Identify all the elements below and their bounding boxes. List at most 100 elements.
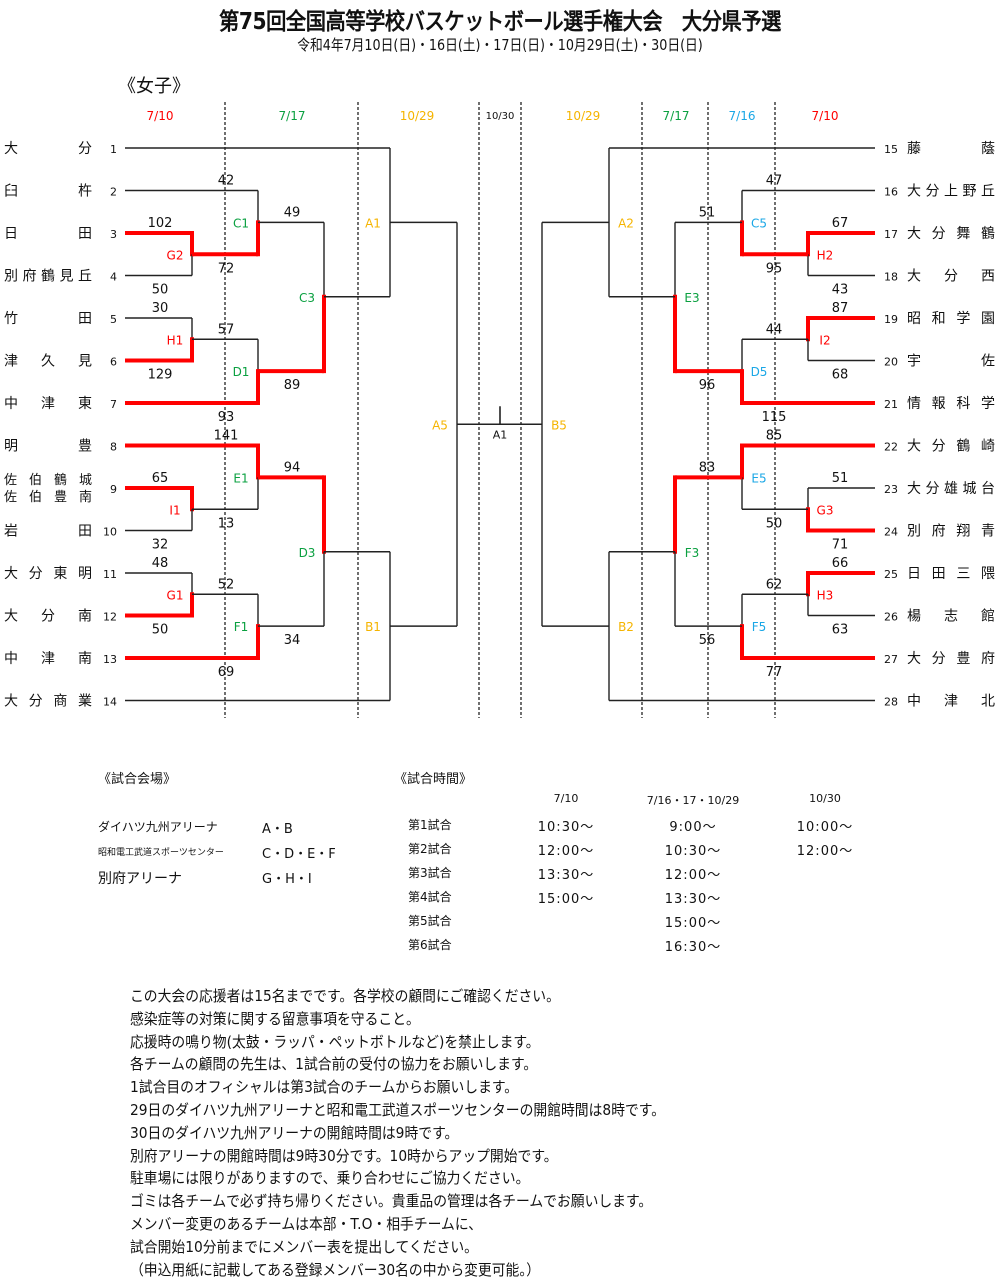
team-seed: 26 <box>884 611 898 624</box>
schedule-column-header: 7/10 <box>553 792 579 805</box>
schedule-title: 《試合時間》 <box>394 772 473 787</box>
match-id-label: F3 <box>685 546 700 560</box>
team-seed: 16 <box>884 186 898 199</box>
team-name: 中津北 <box>907 694 995 710</box>
division-label: 《女子》 <box>118 76 190 97</box>
score-top: 62 <box>766 577 783 592</box>
team-name: 臼杵 <box>4 184 92 200</box>
score-top: 87 <box>832 301 849 316</box>
team-seed: 12 <box>103 611 117 624</box>
score-bottom: 56 <box>699 633 716 648</box>
score-top: 141 <box>214 429 239 444</box>
schedule-column-header: 7/16・17・10/29 <box>646 794 740 807</box>
score-bottom: 95 <box>766 261 783 276</box>
team-name: 大分商業 <box>4 694 92 710</box>
team-seed: 3 <box>110 228 117 241</box>
team-seed: 22 <box>884 441 898 454</box>
team-name: 大分鶴崎 <box>907 438 995 455</box>
score-bottom: 129 <box>148 368 173 383</box>
match-id-label: I1 <box>169 503 180 517</box>
note-line: 30日のダイハツ九州アリーナの開館時間は9時です。 <box>130 1123 459 1142</box>
venue-courts: A・B <box>262 822 293 837</box>
schedule-time-cell: 15:00～ <box>664 916 722 931</box>
match-id-label: A1 <box>365 216 381 230</box>
round-date-label: 10/29 <box>400 109 435 123</box>
round-date-label: 7/16 <box>729 109 756 123</box>
score-top: 57 <box>218 322 235 337</box>
score-top: 42 <box>218 174 235 189</box>
team-name: 大分雄城台 <box>907 481 995 497</box>
score-bottom: 69 <box>218 665 235 680</box>
note-line: （申込用紙に記載してある登録メンバー30名の中から変更可能。） <box>130 1260 541 1279</box>
team-name: 大分西 <box>907 269 995 285</box>
team-name: 情報科学 <box>907 396 995 412</box>
venue-name: ダイハツ九州アリーナ <box>98 820 218 834</box>
team-seed: 28 <box>884 696 898 709</box>
round-date-label: 10/29 <box>566 109 601 123</box>
team-name: 明豊 <box>4 439 92 455</box>
team-name: 佐伯豊南 <box>4 489 92 505</box>
team-seed: 11 <box>103 568 117 581</box>
match-id-label: B2 <box>618 620 634 634</box>
score-bottom: 50 <box>152 623 169 638</box>
team-name: 中津南 <box>4 651 92 667</box>
team-name: 日田 <box>4 226 92 242</box>
team-seed: 9 <box>110 483 117 496</box>
team-seed: 20 <box>884 356 898 369</box>
note-line: 感染症等の対策に関する留意事項を守ること。 <box>130 1009 420 1028</box>
score-top: 44 <box>766 322 783 337</box>
match-id-label: E1 <box>233 471 248 485</box>
score-top: 66 <box>832 556 849 571</box>
score-bottom: 72 <box>218 261 235 276</box>
team-seed: 24 <box>884 526 898 539</box>
match-id-label: H1 <box>167 333 184 347</box>
score-bottom: 96 <box>699 378 716 393</box>
score-bottom: 34 <box>284 633 301 648</box>
team-name: 大分舞鶴 <box>907 225 995 242</box>
match-id-label: A5 <box>432 418 448 432</box>
page-title: 第75回全国高等学校バスケットボール選手権大会 大分県予選 <box>219 9 781 35</box>
note-line: メンバー変更のあるチームは本部・T.O・相手チームに、 <box>130 1215 483 1233</box>
note-line: 試合開始10分前までにメンバー表を提出してください。 <box>130 1237 478 1256</box>
schedule-row-label: 第3試合 <box>408 866 452 880</box>
score-bottom: 89 <box>284 378 301 393</box>
team-seed: 2 <box>110 186 117 199</box>
score-bottom: 77 <box>766 665 783 680</box>
team-name: 別府鶴見丘 <box>4 268 92 285</box>
score-top: 67 <box>832 216 849 231</box>
team-seed: 17 <box>884 228 898 241</box>
schedule-time-cell: 10:30～ <box>664 844 722 859</box>
team-seed: 21 <box>884 398 898 411</box>
match-id-label: D3 <box>299 546 316 560</box>
score-top: 51 <box>832 471 849 486</box>
score-top: 94 <box>284 460 301 475</box>
score-bottom: 63 <box>832 623 849 638</box>
note-line: 応援時の鳴り物(太鼓・ラッパ・ペットボトルなど)を禁止します。 <box>130 1032 540 1051</box>
team-seed: 1 <box>110 143 117 156</box>
team-seed: 27 <box>884 653 898 666</box>
schedule-row-label: 第4試合 <box>408 890 452 904</box>
team-seed: 15 <box>884 143 898 156</box>
score-bottom: 71 <box>832 538 849 553</box>
score-bottom: 68 <box>832 368 849 383</box>
round-date-label: 7/17 <box>279 109 306 123</box>
venue-courts: C・D・E・F <box>262 847 336 862</box>
venue-courts: G・H・I <box>262 872 312 887</box>
schedule-row-label: 第5試合 <box>408 914 452 928</box>
score-bottom: 50 <box>766 516 783 531</box>
schedule-time-cell: 12:00～ <box>796 844 854 859</box>
match-id-label: C3 <box>299 291 315 305</box>
team-seed: 23 <box>884 483 898 496</box>
match-id-label: H2 <box>817 248 834 262</box>
team-name: 大分豊府 <box>907 651 995 667</box>
team-name: 藤蔭 <box>907 141 995 157</box>
note-line: 駐車場には限りがありますので、乗り合わせにご協力ください。 <box>130 1169 530 1188</box>
note-line: この大会の応援者は15名までです。各学校の顧問にご確認ください。 <box>130 987 560 1005</box>
team-name: 昭和学園 <box>907 311 995 327</box>
schedule-column-header: 10/30 <box>809 792 841 805</box>
schedule-time-cell: 12:00～ <box>664 868 722 883</box>
team-name: 津久見 <box>4 354 92 370</box>
score-bottom: 32 <box>152 538 169 553</box>
team-name: 日田三隈 <box>907 566 995 582</box>
schedule-row-label: 第2試合 <box>408 842 452 856</box>
